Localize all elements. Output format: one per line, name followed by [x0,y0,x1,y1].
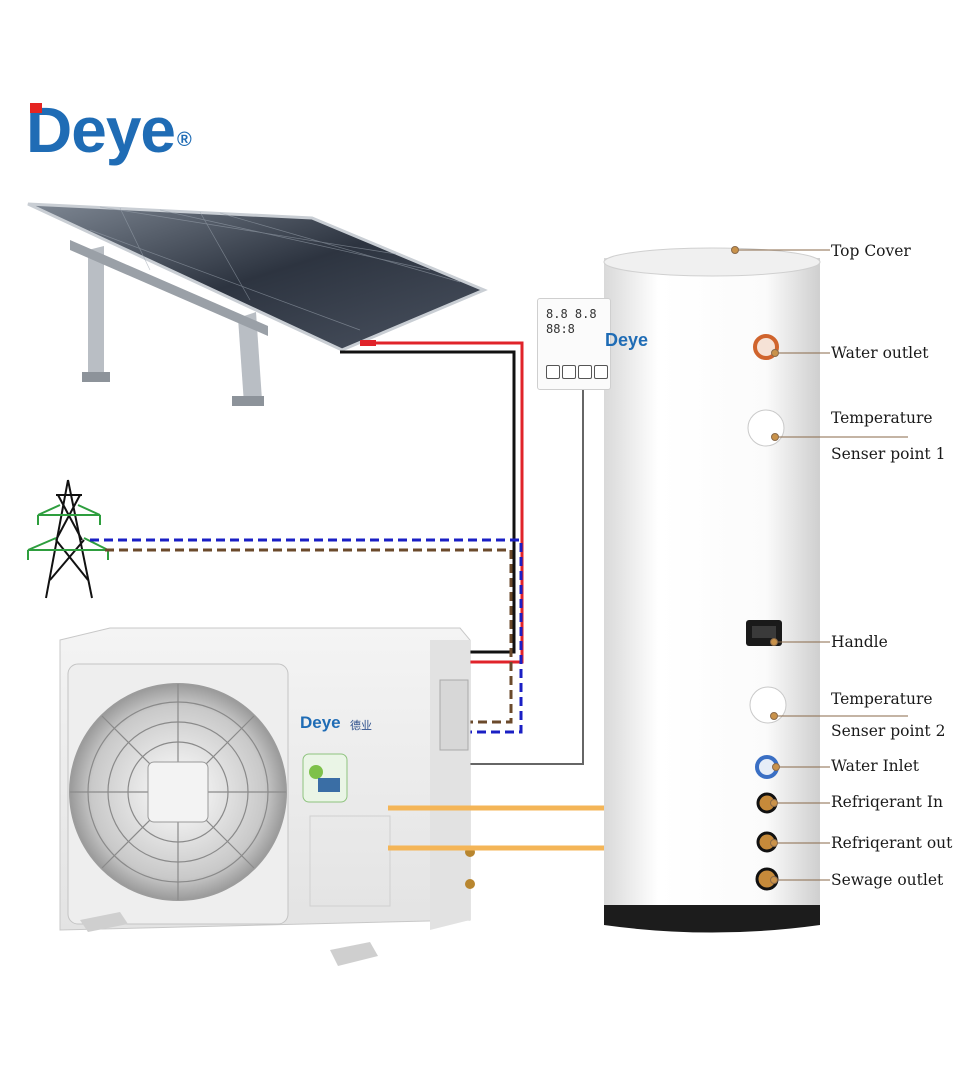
tank-base [604,905,820,933]
brand-logo-accent [30,103,42,113]
grid-earth-cable [105,548,513,724]
power-pylon [27,479,109,599]
solar-panel [27,202,488,406]
callout-handle: Handle [831,633,888,651]
controller-power-button[interactable] [594,365,608,379]
callout-leaders [731,246,908,884]
controller-lcd: 8.8 8.8 88:8 [546,307,610,355]
lcd-line-2: 88:8 [546,322,575,336]
outdoor-unit-brand-logo: Deye [300,713,341,732]
callout-temp-sensor-1-line1: Temperature [831,409,933,427]
controller-up-button[interactable] [578,365,592,379]
controller-down-button[interactable] [562,365,576,379]
water-tank [603,247,821,933]
lcd-line-1: 8.8 8.8 [546,307,597,321]
outdoor-unit-brand-cn: 德业 [350,719,372,732]
brand-logo-text: Deye [26,94,176,166]
controller-mode-button[interactable] [546,365,560,379]
wired-controller: 8.8 8.8 88:8 [537,298,611,390]
panel-junction-box [360,340,376,346]
callout-temp-sensor-2-line2: Senser point 2 [831,722,946,740]
brand-logo: Deye® [26,98,192,162]
panel-stand-leg-left [88,246,104,382]
callout-refrigerant-in: Refriqerant In [831,793,943,811]
dc-positive-cable [370,341,524,664]
wiring [90,341,584,765]
tank-top-cover [603,247,821,277]
panel-surface [27,202,488,352]
callout-temp-sensor-2-line1: Temperature [831,690,933,708]
fan-hub [147,761,209,823]
callout-water-inlet: Water Inlet [831,757,920,775]
tank-brand-logo: Deye [605,330,649,350]
temp-sensor-2-port [749,686,787,724]
temp-sensor-1-port [747,409,785,447]
controller-signal-cable [470,388,584,765]
outdoor-unit [59,627,475,966]
tank-body [604,258,820,920]
registered-mark: ® [177,129,192,151]
grid-neutral-cable [90,538,523,734]
callout-refrigerant-out: Refriqerant out [831,834,953,852]
dc-negative-cable [340,350,516,654]
panel-stand-leg-right [238,312,262,404]
panel-stand-rail [70,240,268,336]
callout-top-cover: Top Cover [831,242,911,260]
callout-water-outlet: Water outlet [831,344,929,362]
callout-sewage-outlet: Sewage outlet [831,871,944,889]
callout-temp-sensor-1-line2: Senser point 1 [831,445,946,463]
